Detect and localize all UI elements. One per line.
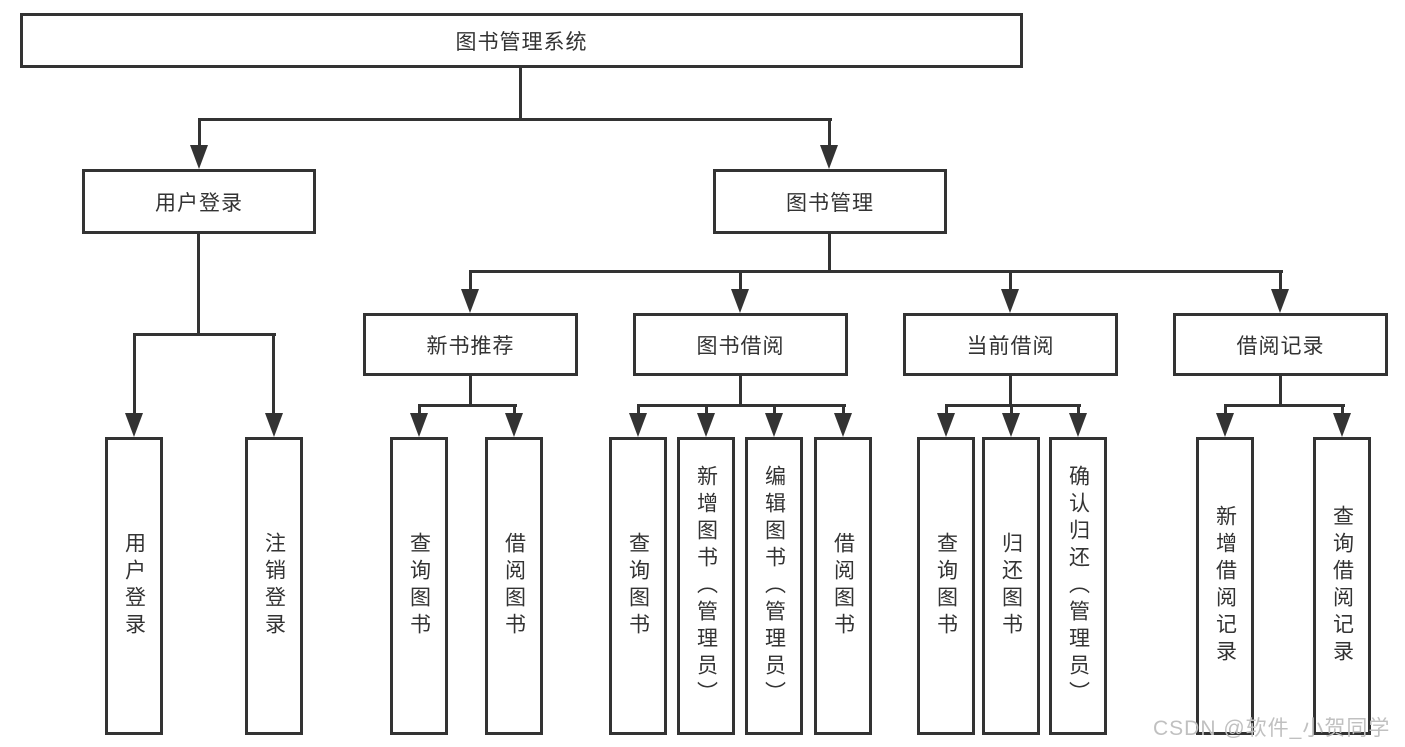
connector-line [1009, 270, 1012, 291]
node-book-management: 图书管理 [713, 169, 947, 234]
node-label: 图书借阅 [696, 334, 785, 358]
connector-line [1279, 270, 1282, 291]
leaf-user-login: 用户登录 [105, 437, 163, 735]
connector-line [773, 404, 776, 414]
leaf-confirm-return-admin: 确认归还（管理员） [1049, 437, 1107, 735]
node-user-login: 用户登录 [82, 169, 316, 234]
arrow-down-icon [697, 413, 715, 437]
connector-line [1010, 404, 1013, 414]
node-label: 新书推荐 [426, 334, 515, 358]
connector-line [418, 404, 517, 407]
node-label: 借阅记录 [1236, 334, 1325, 358]
connector-line [469, 270, 1283, 273]
connector-line [1279, 376, 1282, 406]
arrow-down-icon [765, 413, 783, 437]
arrow-down-icon [1069, 413, 1087, 437]
leaf-label: 借阅图书 [831, 532, 855, 640]
leaf-label: 注销登录 [262, 532, 286, 640]
node-current-borrowing: 当前借阅 [903, 313, 1118, 376]
leaf-query-books-current: 查询图书 [917, 437, 975, 735]
arrow-down-icon [1002, 413, 1020, 437]
connector-line [1341, 404, 1344, 414]
connector-line [945, 404, 948, 414]
arrow-down-icon [834, 413, 852, 437]
leaf-add-book-admin: 新增图书（管理员） [677, 437, 735, 735]
connector-line [469, 270, 472, 291]
connector-line [1224, 404, 1345, 407]
connector-line [1077, 404, 1080, 414]
connector-line [945, 404, 1081, 407]
arrow-down-icon [1001, 289, 1019, 313]
connector-line [197, 234, 200, 335]
node-new-book-recommendation: 新书推荐 [363, 313, 578, 376]
arrow-down-icon [1271, 289, 1289, 313]
arrow-down-icon [629, 413, 647, 437]
leaf-label: 借阅图书 [502, 532, 526, 640]
leaf-label: 查询图书 [934, 532, 958, 640]
arrow-down-icon [125, 413, 143, 437]
connector-line [1009, 376, 1012, 406]
leaf-label: 编辑图书（管理员） [762, 464, 786, 708]
connector-line [637, 404, 640, 414]
connector-line [418, 404, 421, 414]
connector-line [519, 68, 522, 120]
leaf-label: 确认归还（管理员） [1066, 464, 1090, 708]
connector-line [272, 333, 275, 414]
csdn-watermark: CSDN @软件_小贺同学 [1153, 717, 1391, 740]
leaf-edit-book-admin: 编辑图书（管理员） [745, 437, 803, 735]
leaf-query-borrow-record: 查询借阅记录 [1313, 437, 1371, 735]
leaf-add-borrow-record: 新增借阅记录 [1196, 437, 1254, 735]
node-label: 用户登录 [155, 191, 243, 215]
connector-line [198, 118, 832, 121]
connector-line [828, 118, 831, 146]
connector-line [133, 333, 276, 336]
node-label: 图书管理系统 [455, 30, 588, 54]
connector-line [739, 270, 742, 291]
connector-line [198, 118, 201, 146]
connector-line [842, 404, 845, 414]
leaf-return-book: 归还图书 [982, 437, 1040, 735]
leaf-label: 查询图书 [407, 532, 431, 640]
connector-line [469, 376, 472, 406]
connector-line [828, 234, 831, 271]
arrow-down-icon [461, 289, 479, 313]
node-library-management-system: 图书管理系统 [20, 13, 1023, 68]
leaf-label: 归还图书 [999, 532, 1023, 640]
leaf-query-books-recommend: 查询图书 [390, 437, 448, 735]
leaf-label: 查询借阅记录 [1330, 505, 1354, 667]
leaf-borrow-books-borrowing: 借阅图书 [814, 437, 872, 735]
connector-line [705, 404, 708, 414]
arrow-down-icon [937, 413, 955, 437]
arrow-down-icon [1216, 413, 1234, 437]
leaf-query-books-borrowing: 查询图书 [609, 437, 667, 735]
connector-line [513, 404, 516, 414]
arrow-down-icon [731, 289, 749, 313]
node-label: 图书管理 [786, 191, 874, 215]
node-borrowing-records: 借阅记录 [1173, 313, 1388, 376]
leaf-label: 新增借阅记录 [1213, 505, 1237, 667]
connector-line [133, 333, 136, 414]
connector-line [739, 376, 742, 406]
arrow-down-icon [410, 413, 428, 437]
leaf-label: 用户登录 [122, 532, 146, 640]
leaf-label: 查询图书 [626, 532, 650, 640]
leaf-label: 新增图书（管理员） [694, 464, 718, 708]
arrow-down-icon [820, 145, 838, 169]
node-book-borrowing: 图书借阅 [633, 313, 848, 376]
leaf-logout: 注销登录 [245, 437, 303, 735]
node-label: 当前借阅 [966, 334, 1055, 358]
connector-line [637, 404, 846, 407]
arrow-down-icon [265, 413, 283, 437]
connector-line [1224, 404, 1227, 414]
arrow-down-icon [1333, 413, 1351, 437]
arrow-down-icon [190, 145, 208, 169]
leaf-borrow-books-recommend: 借阅图书 [485, 437, 543, 735]
arrow-down-icon [505, 413, 523, 437]
